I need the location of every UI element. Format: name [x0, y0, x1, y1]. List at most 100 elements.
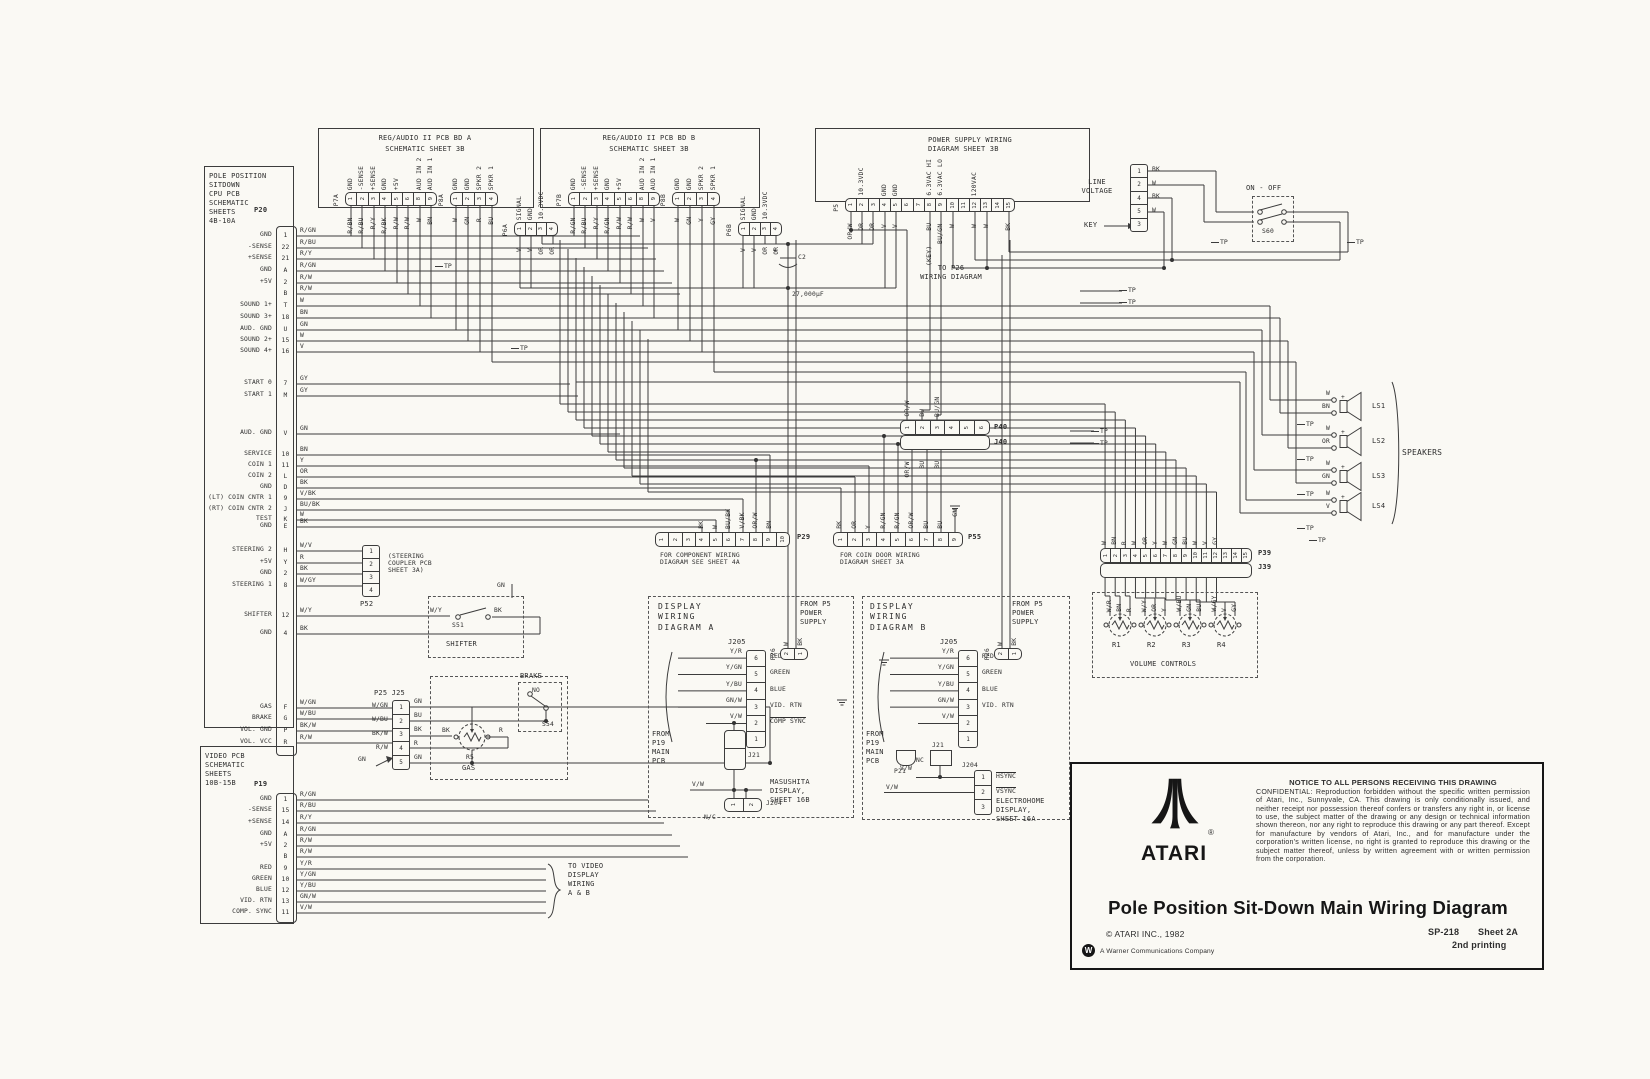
P8A-wire: W — [452, 217, 459, 222]
P5-wire: V — [892, 223, 899, 228]
p39-wire: BU — [1182, 536, 1190, 545]
contact — [1131, 622, 1137, 628]
s51-label: S51 — [452, 622, 464, 629]
p52-label: P52 — [360, 600, 374, 608]
contact — [1331, 510, 1337, 516]
display-b-j204-label: J204 — [962, 762, 978, 769]
p20-pin: H — [283, 547, 288, 554]
pot-wire: W/BU — [1176, 595, 1183, 612]
p20-wire: R/BU — [300, 239, 316, 246]
pin-cell: 3 — [981, 803, 985, 811]
pin-cell: 2 — [580, 193, 592, 205]
P5-wire: BK — [1005, 222, 1013, 231]
pot-wire: V — [1221, 607, 1228, 612]
p19-connector-label: P19 — [254, 780, 268, 788]
pin-cell: 9 — [936, 199, 948, 211]
pot-name: R3 — [1182, 641, 1191, 649]
steering-coupler-note: (STEERING COUPLER PCB SHEET 3A) — [388, 553, 432, 575]
audio-board-a-box — [318, 128, 534, 208]
speaker-name: LS1 — [1372, 401, 1386, 410]
p20-signal: VOL. VCC — [240, 738, 272, 745]
speaker-icon — [1346, 461, 1362, 492]
junction-dot — [744, 788, 748, 792]
pin-number: 4 — [710, 197, 717, 201]
atari-logo — [1151, 778, 1199, 829]
pin-number: 6 — [904, 203, 911, 207]
P7A-wire: BN — [427, 216, 435, 225]
j205-signal: VID. RTN — [982, 702, 1014, 710]
j205-wire: Y/R — [730, 648, 742, 656]
pin-cell: 4 — [771, 223, 781, 235]
P7B-signal: +5V — [615, 177, 623, 190]
p29-wire: BU/BK — [725, 508, 733, 529]
lv-wire: W — [1152, 179, 1156, 187]
p19-pin: 10 — [281, 876, 290, 883]
pin-cell: 5 — [891, 533, 906, 546]
P7A-signal: AUD IN 2 — [415, 157, 423, 190]
shape — [1181, 619, 1200, 631]
pot-wire: W/Y — [1141, 599, 1148, 612]
pin-cell: 4 — [877, 533, 892, 546]
connector-name: P7B — [556, 193, 563, 206]
junction-dot — [732, 721, 736, 725]
p20-pin: 22 — [281, 244, 290, 251]
lv-wire: BK — [1152, 193, 1160, 201]
audio-a-subtitle: SCHEMATIC SHEET 3B — [385, 145, 465, 153]
P8B-wire: GN — [686, 216, 693, 225]
speaker-wire: OR — [1322, 438, 1330, 445]
pin-number: 3 — [870, 203, 877, 207]
shape — [665, 651, 673, 743]
pin-cell: 3 — [761, 223, 772, 235]
pin-number: 5 — [893, 203, 900, 207]
p20-signal: GAS — [260, 703, 272, 710]
pin-number: 5 — [616, 197, 623, 201]
cap-plus: + — [773, 248, 777, 255]
p19-signal: COMP. SYNC — [232, 908, 272, 915]
r5-wire-left: BK — [442, 727, 450, 734]
shape — [1108, 613, 1132, 637]
P5-wire: BU — [926, 222, 933, 231]
pin-number: 2 — [1112, 553, 1119, 558]
p25-wire-left: W/GN — [372, 702, 388, 709]
wire — [1259, 203, 1283, 211]
pin-number: 14 — [994, 201, 1001, 209]
pin-cell: 6 — [1151, 549, 1162, 562]
P8A-signal: GND — [452, 177, 459, 190]
p19-wire: R/Y — [300, 814, 312, 821]
pin-number: 3 — [866, 537, 873, 542]
pin-number: 4 — [699, 537, 706, 542]
P7A-signal: +SENSE — [369, 165, 377, 190]
pin-number: 1 — [571, 197, 578, 201]
display-b-vw-wire: V/W — [886, 784, 898, 791]
p20-signal: GND — [260, 522, 272, 529]
p25-wire-left: R/W — [376, 744, 388, 751]
pin-cell: 4 — [747, 683, 765, 700]
speaker-wire: W — [1326, 425, 1330, 432]
pin-number: 1 — [659, 537, 666, 542]
p20-pin: Y — [283, 559, 288, 566]
pin-cell: 5 — [1141, 549, 1152, 562]
p20-wire: R/GN — [300, 262, 316, 269]
P7B-signal: -SENSE — [581, 165, 589, 190]
p40-wire: BU — [918, 460, 926, 469]
pin-number: 4 — [880, 537, 887, 542]
junction-dot — [732, 788, 736, 792]
p39-wire: W — [1131, 540, 1139, 545]
p19-pin: 2 — [283, 842, 288, 849]
pin-number: 7 — [739, 537, 746, 542]
pin-cell: 4 — [603, 193, 615, 205]
pin-number: 3 — [370, 197, 377, 201]
p55-wire: BU — [922, 520, 930, 529]
p20-signal: GND — [260, 569, 272, 576]
pin-cell: 6 — [403, 193, 415, 205]
pin-cell: 9 — [649, 193, 659, 205]
p19-signal: +5V — [260, 841, 272, 848]
pin-cell: 13 — [1222, 549, 1232, 562]
pin-cell: 4 — [959, 683, 977, 700]
pin-number: 2 — [919, 425, 926, 430]
p26-name: P26 — [984, 647, 991, 660]
